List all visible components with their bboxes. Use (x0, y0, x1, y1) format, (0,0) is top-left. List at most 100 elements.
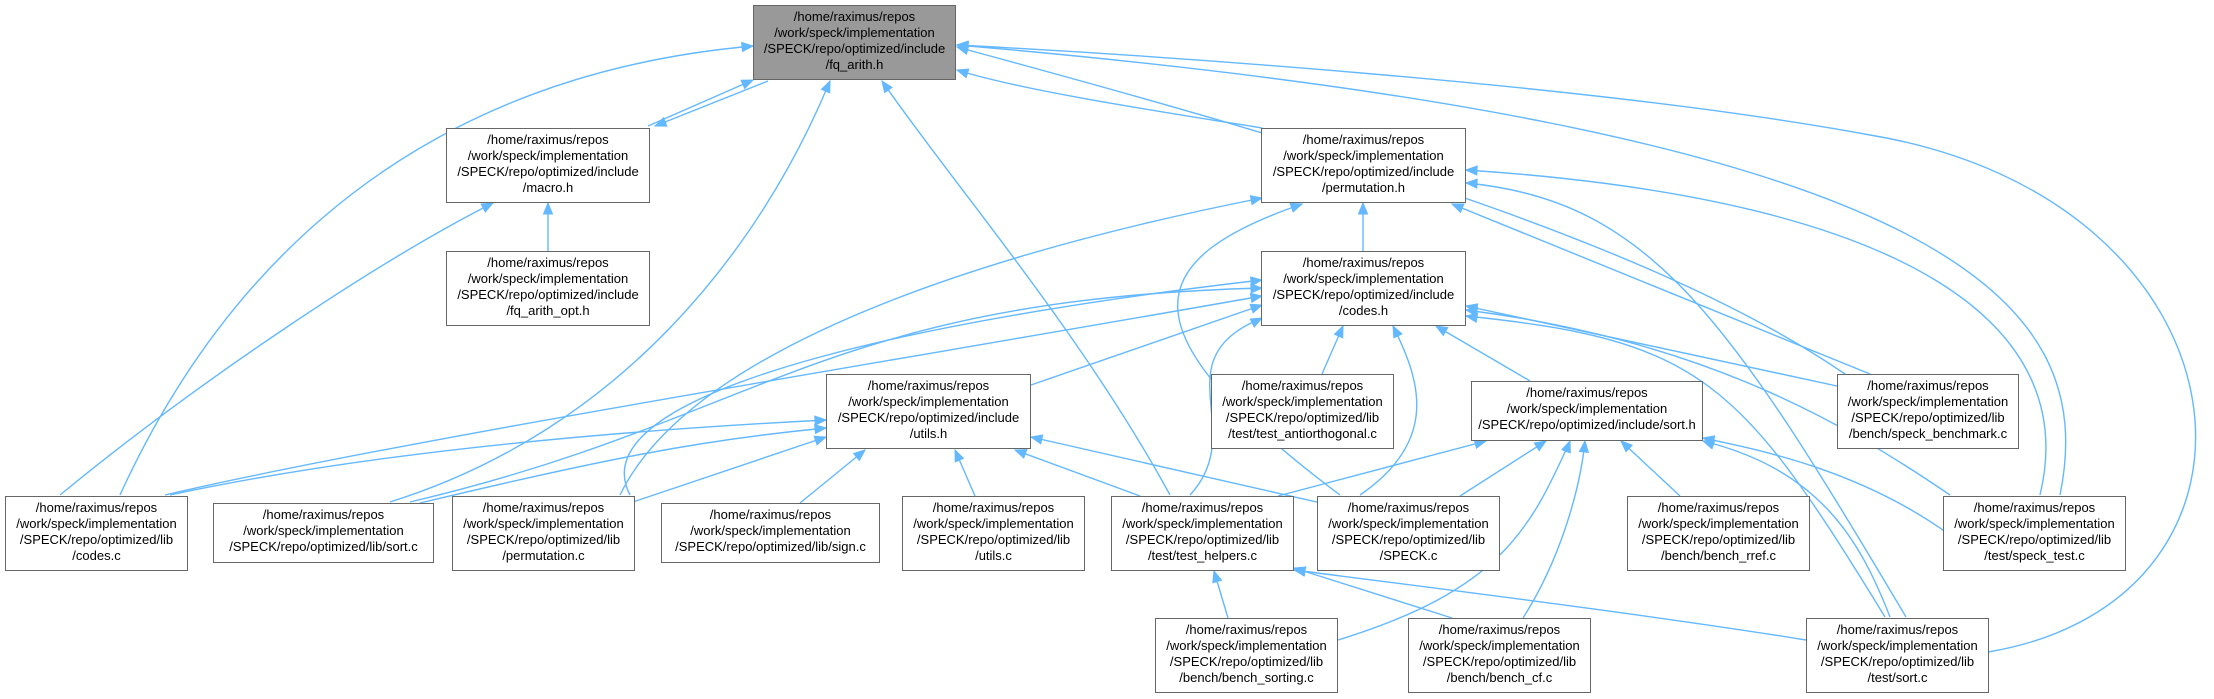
node-fq-arith-opt-h[interactable]: /home/raximus/repos /work/speck/implemen… (446, 251, 650, 326)
edge-speckc-to-codes (1359, 325, 1418, 496)
node-line: /SPECK/repo/optimized/lib (1820, 654, 1975, 669)
node-bench-rref-c[interactable]: /home/raximus/repos /work/speck/implemen… (1627, 496, 1810, 571)
edge-testsort-to-perm (1465, 182, 1907, 618)
edge-permc-to-utils (629, 436, 827, 504)
node-line: /SPECK/repo/optimized/lib (916, 532, 1071, 547)
node-utils-h[interactable]: /home/raximus/repos /work/speck/implemen… (826, 374, 1031, 449)
edge-utilsc-to-utils-arrowhead (954, 448, 965, 463)
edge-specktest-to-fq (956, 44, 2067, 496)
edge-utilsh-to-codes (1030, 304, 1263, 386)
edge-codesc-to-utils-arrowhead (814, 415, 828, 426)
edge-fqopt-to-macro-arrowhead (542, 201, 554, 215)
edge-codesc-to-fq (119, 45, 754, 496)
edge-specktest-to-codes (1465, 309, 1951, 496)
node-line: /work/speck/implementation (1847, 394, 2009, 409)
edge-macro-to-fq (647, 79, 754, 127)
edge-codesc-to-utils (169, 419, 827, 496)
node-line: /utils.c (975, 548, 1012, 563)
node-line: /home/raximus/repos (1185, 622, 1308, 637)
node-line: /SPECK/repo/optimized/lib (1422, 654, 1577, 669)
node-line: /work/speck/implementation (774, 25, 935, 40)
node-line: /SPECK/repo/optimized/lib (466, 532, 621, 547)
node-line: /SPECK/repo/optimized/include/sort.h (1478, 417, 1696, 432)
node-line: /test/sort.c (1867, 670, 1928, 685)
node-line: /permutation.h (1321, 180, 1406, 195)
node-speck-test-c[interactable]: /home/raximus/repos /work/speck/implemen… (1943, 496, 2126, 571)
node-line: /home/raximus/repos (1836, 622, 1959, 637)
node-line: /SPECK/repo/optimized/include (1272, 164, 1455, 179)
node-line: /SPECK/repo/optimized/lib (1225, 410, 1380, 425)
edge-sortc-to-fq-arrowhead (820, 79, 831, 94)
node-line: /work/speck/implementation (1222, 394, 1383, 409)
node-speck-benchmark-c[interactable]: /home/raximus/repos /work/speck/implemen… (1837, 374, 2019, 449)
edge-sortc-to-utils-arrowhead (814, 423, 828, 435)
node-line: /work/speck/implementation (243, 523, 404, 538)
node-line: /SPECK/repo/optimized/lib (1851, 410, 2005, 425)
edge-testhelpers-to-codes-arrowhead (1249, 317, 1264, 328)
edge-permc-to-codes-arrowhead (1249, 276, 1264, 287)
edge-codesh-to-perm-arrowhead (1357, 201, 1369, 215)
edge-speckc-to-perm-arrowhead (1289, 202, 1304, 213)
node-line: /utils.h (909, 426, 948, 441)
node-line: /home/raximus/repos (793, 9, 916, 24)
node-test-helpers-c[interactable]: /home/raximus/repos /work/speck/implemen… (1111, 496, 1294, 571)
node-test-sort-c[interactable]: /home/raximus/repos /work/speck/implemen… (1806, 618, 1989, 693)
edge-testsort-to-sort-arrowhead (1701, 439, 1716, 450)
node-utils-c[interactable]: /home/raximus/repos /work/speck/implemen… (902, 496, 1085, 571)
node-line: /bench/bench_sorting.c (1179, 670, 1314, 685)
edge-speckc-to-utils (1030, 436, 1331, 506)
edge-testhelpers-to-fq-arrowhead (881, 79, 893, 94)
edge-codesc-to-codes-arrowhead (1249, 292, 1264, 304)
edge-testsort-to-fq-arrowhead (955, 40, 969, 51)
edge-sortc-to-codes (409, 287, 1263, 503)
edge-sortc-to-utils (419, 427, 827, 504)
edge-benchcf-to-sort-arrowhead (1578, 439, 1590, 453)
edge-testsort-to-codes (1465, 315, 1886, 618)
node-test-antiorthogonal-c[interactable]: /home/raximus/repos /work/speck/implemen… (1211, 374, 1394, 449)
node-line: /home/raximus/repos (1302, 132, 1425, 147)
node-line: /SPECK/repo/optimized/lib (19, 532, 174, 547)
node-line: /SPECK/repo/optimized/include (1272, 287, 1455, 302)
node-line: /SPECK/repo/optimized/lib (1169, 654, 1324, 669)
node-line: /home/raximus/repos (487, 255, 609, 270)
node-line: /SPECK/repo/optimized/lib/sign.c (675, 539, 866, 554)
node-line: /test/test_antiorthogonal.c (1228, 426, 1377, 441)
edge-speckc-to-codes-arrowhead (1392, 324, 1403, 339)
node-line: /work/speck/implementation (467, 148, 629, 163)
node-codes-h[interactable]: /home/raximus/repos /work/speck/implemen… (1261, 251, 1466, 326)
node-codes-c[interactable]: /home/raximus/repos /work/speck/implemen… (5, 496, 188, 571)
node-permutation-c[interactable]: /home/raximus/repos /work/speck/implemen… (452, 496, 635, 571)
node-line: /SPECK/repo/optimized/lib (1641, 532, 1796, 547)
node-speck-c[interactable]: /home/raximus/repos /work/speck/implemen… (1317, 496, 1500, 571)
node-macro-h[interactable]: /home/raximus/repos /work/speck/implemen… (446, 128, 650, 203)
edge-speckc-to-perm (1177, 203, 1341, 496)
node-sort-h[interactable]: /home/raximus/repos /work/speck/implemen… (1471, 381, 1703, 441)
node-sign-c[interactable]: /home/raximus/repos /work/speck/implemen… (661, 503, 880, 563)
node-line: /SPECK/repo/optimized/lib (1125, 532, 1280, 547)
node-line: /codes.c (72, 548, 121, 563)
node-bench-sorting-c[interactable]: /home/raximus/repos /work/speck/implemen… (1155, 618, 1338, 693)
edge-benchrref-to-sort (1620, 440, 1681, 497)
node-line: /work/speck/implementation (1638, 516, 1799, 531)
node-line: /work/speck/implementation (913, 516, 1074, 531)
node-line: /work/speck/implementation (1954, 516, 2115, 531)
node-line: /test/speck_test.c (1984, 548, 2085, 563)
edge-permc-to-perm (619, 197, 1263, 496)
edge-perm-to-fq (956, 69, 1263, 129)
node-line: /home/raximus/repos (262, 507, 385, 522)
edge-benchsorting-to-testhelpers-arrowhead (1212, 569, 1223, 584)
node-line: /work/speck/implementation (16, 516, 177, 531)
edge-permc-to-utils-arrowhead (813, 435, 828, 446)
edge-codesc-to-macro-arrowhead (480, 202, 495, 213)
edge-testhelpers-to-utils-arrowhead (1013, 449, 1028, 459)
node-line: /SPECK/repo/optimized/lib (1331, 532, 1486, 547)
node-line: /home/raximus/repos (1241, 378, 1364, 393)
edge-testhelpers-to-utils (1014, 449, 1141, 497)
node-line: /home/raximus/repos (1141, 500, 1264, 515)
node-permutation-h[interactable]: /home/raximus/repos /work/speck/implemen… (1261, 128, 1466, 203)
node-bench-cf-c[interactable]: /home/raximus/repos /work/speck/implemen… (1408, 618, 1591, 693)
edge-speckc-to-sort (1459, 440, 1547, 497)
edge-perm-to-fq-arrowhead (955, 68, 970, 79)
node-sort-c[interactable]: /home/raximus/repos /work/speck/implemen… (213, 503, 434, 563)
